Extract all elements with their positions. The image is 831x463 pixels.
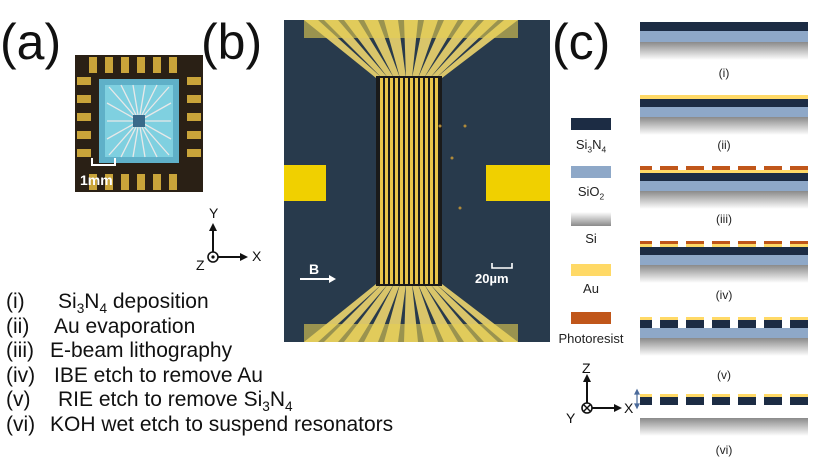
cross-section-iv	[640, 241, 808, 283]
axes-xyz-bottom	[581, 374, 640, 414]
cross-section-stack	[640, 22, 808, 436]
axis-label-x-c: X	[624, 400, 634, 416]
legend-label-sio2: SiO2	[577, 184, 605, 202]
legend-swatch-si3n4	[571, 118, 611, 130]
cross-section-label-v: (v)	[717, 368, 731, 382]
cross-section-v	[640, 317, 808, 356]
legend-label-photoresist: Photoresist	[558, 331, 624, 346]
cross-section-label-ii: (ii)	[717, 138, 731, 152]
legend-swatch-si	[571, 212, 611, 226]
chip-scale-bar	[91, 158, 116, 166]
cross-section-iii	[640, 166, 808, 209]
legend-label-si3n4: Si3N4	[575, 137, 607, 155]
micrograph-scale-bar	[491, 263, 513, 269]
cross-section-label-i: (i)	[718, 66, 730, 80]
axis-label-y: Y	[209, 205, 219, 221]
legend-swatch-sio2	[571, 166, 611, 178]
chip-photo	[75, 55, 203, 192]
cross-section-i	[640, 22, 808, 60]
resonator-beams	[380, 78, 438, 284]
axes-xyz-top	[207, 223, 248, 263]
side-pad-left	[284, 165, 326, 201]
legend-label-si: Si	[585, 231, 597, 246]
legend-swatch-au	[571, 264, 611, 276]
chip-scale-label: 1mm	[80, 172, 113, 188]
panel-label-b: (b)	[201, 14, 263, 70]
field-label: B	[309, 261, 320, 277]
cross-section-label-iii: (iii)	[716, 212, 732, 226]
cross-section-vi	[640, 394, 808, 436]
micrograph-scale-label: 20µm	[475, 271, 509, 286]
panel-label-c: (c)	[552, 14, 611, 70]
chip-pads	[77, 57, 201, 190]
cross-section-label-vi: (vi)	[715, 443, 733, 457]
legend-label-au: Au	[583, 281, 599, 296]
axis-label-z-c: Z	[582, 360, 591, 376]
legend-swatch-photoresist	[571, 312, 611, 324]
cross-section-label-iv: (iv)	[715, 288, 733, 302]
axis-label-x: X	[252, 248, 262, 264]
cross-section-ii	[640, 95, 808, 135]
axis-label-z: Z	[196, 257, 205, 273]
micrograph	[284, 20, 550, 342]
field-arrow	[300, 275, 336, 283]
side-pad-right	[486, 165, 550, 201]
axis-label-y-c: Y	[566, 410, 576, 426]
panel-label-a: (a)	[0, 14, 62, 70]
